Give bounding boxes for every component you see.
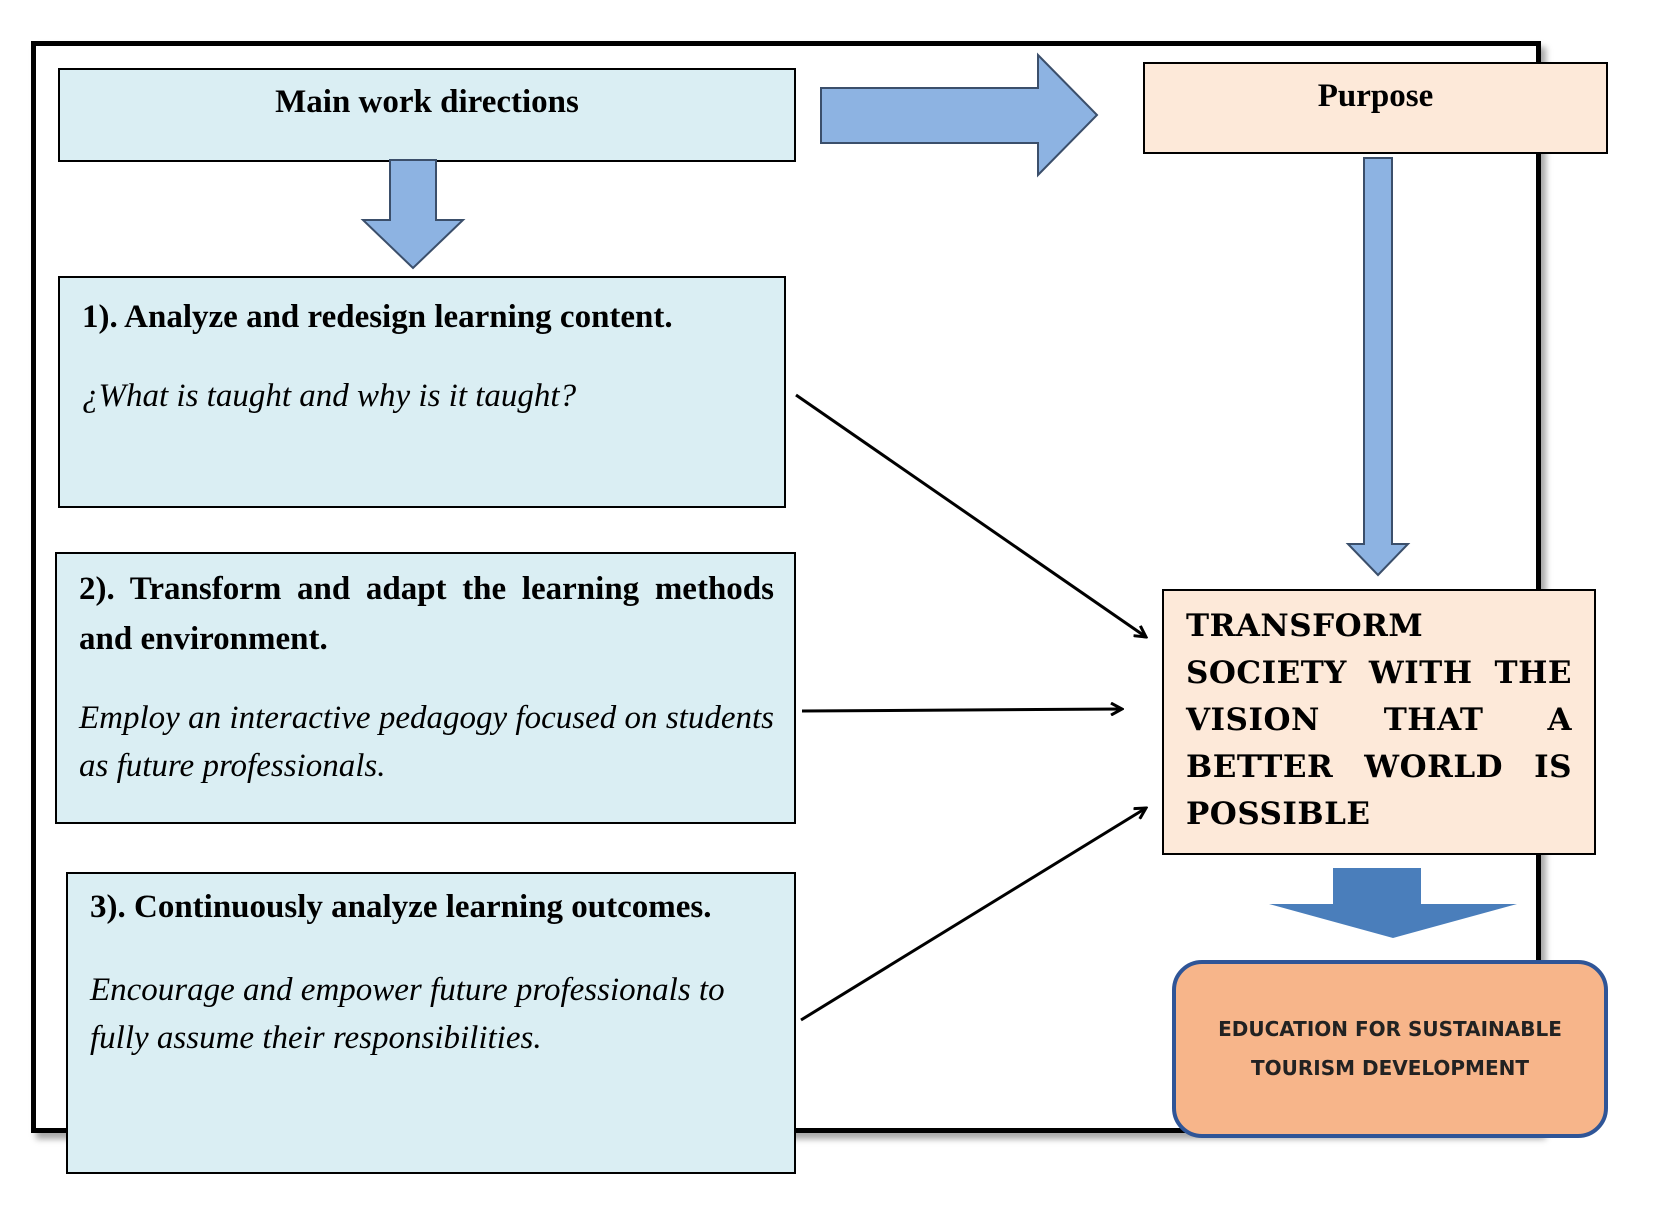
step-1-detail: ¿What is taught and why is it taught? [82, 378, 577, 414]
vision-box: TRANSFORM SOCIETY WITH THE VISION THAT A… [1162, 589, 1596, 855]
purpose-down-arrow [1345, 157, 1411, 577]
outcome-text: EDUCATION FOR SUSTAINABLE TOURISM DEVELO… [1218, 1017, 1562, 1080]
vision-down-arrow [1269, 868, 1517, 938]
purpose-label: Purpose [1317, 78, 1434, 114]
down-block-arrow [360, 159, 466, 270]
main-work-directions-label: Main work directions [275, 84, 579, 120]
step-2-box: 2). Transform and adapt the learning met… [55, 552, 796, 824]
step-1-box: 1). Analyze and redesign learning conten… [58, 276, 786, 508]
purpose-box: Purpose [1143, 62, 1608, 154]
step-2-detail: Employ an interactive pedagogy focused o… [79, 700, 774, 784]
step-2-heading: 2). Transform and adapt the learning met… [79, 571, 774, 657]
step-3-detail: Encourage and empower future professiona… [90, 972, 725, 1056]
connector-step-2 [801, 709, 1122, 711]
step-3-heading: 3). Continuously analyze learning outcom… [90, 889, 712, 925]
vision-text: TRANSFORM SOCIETY WITH THE VISION THAT A… [1186, 608, 1572, 832]
connector-step-3 [800, 808, 1146, 1022]
step-1-heading: 1). Analyze and redesign learning conten… [82, 299, 673, 335]
connector-step-1 [795, 393, 1146, 637]
right-block-arrow [820, 52, 1099, 178]
step-3-box: 3). Continuously analyze learning outcom… [66, 872, 796, 1174]
outcome-box: EDUCATION FOR SUSTAINABLE TOURISM DEVELO… [1172, 960, 1608, 1138]
